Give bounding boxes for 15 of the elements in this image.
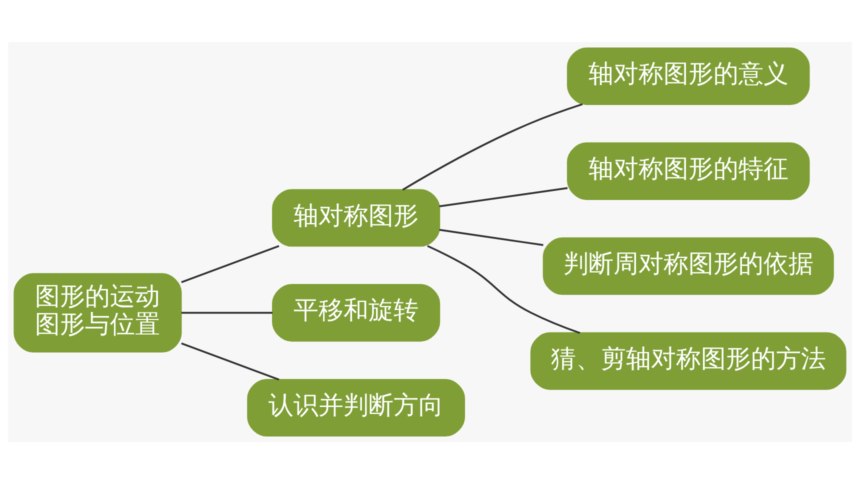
node-box: 轴对称图形 — [272, 189, 440, 247]
connector — [439, 228, 544, 246]
node-box: 平移和旋转 — [272, 284, 440, 342]
connector — [181, 312, 272, 314]
node-box: 认识并判断方向 — [247, 378, 466, 437]
connector — [402, 103, 583, 191]
connector — [181, 245, 280, 284]
node-box: 图形的运动 图形与位置 — [14, 273, 182, 352]
connector — [427, 245, 580, 334]
node-box: 猜、剪轴对称图形的方法 — [530, 332, 846, 390]
node-box: 判断周对称图形的依据 — [542, 237, 834, 295]
node-box: 轴对称图形的意义 — [566, 47, 810, 106]
node-box: 轴对称图形的特征 — [566, 142, 810, 200]
connector — [439, 187, 568, 208]
connector — [181, 342, 280, 381]
